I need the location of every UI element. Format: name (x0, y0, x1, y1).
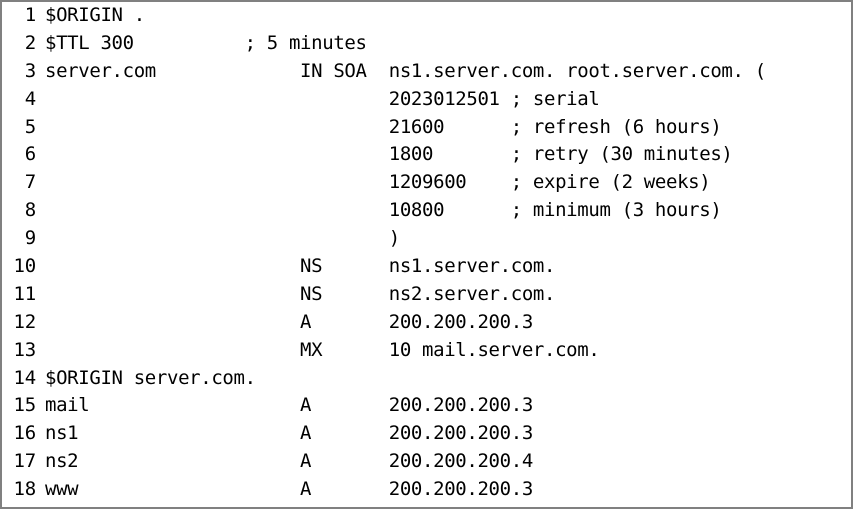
line-content[interactable]: www A 200.200.200.3 (45, 478, 533, 501)
line-number: 4 (24, 87, 36, 110)
line-content[interactable]: $ORIGIN . (45, 4, 145, 26)
line-number: 16 (13, 422, 37, 445)
line-content[interactable]: MX 10 mail.server.com. (45, 338, 600, 361)
line-content[interactable]: server.com IN SOA ns1.server.com. root.s… (45, 59, 766, 82)
line-number: 14 (13, 366, 37, 389)
line-content[interactable]: A 200.200.200.3 (45, 310, 533, 333)
code-line[interactable]: 12 A 200.200.200.3 (2, 309, 851, 337)
line-number: 17 (13, 450, 37, 473)
code-line[interactable]: 6 1800 ; retry (30 minutes) (2, 141, 851, 169)
code-line[interactable]: 2 $TTL 300 ; 5 minutes (2, 30, 851, 58)
code-line[interactable]: 16 ns1 A 200.200.200.3 (2, 420, 851, 448)
code-line[interactable]: 14 $ORIGIN server.com. (2, 365, 851, 393)
code-line[interactable]: 17 ns2 A 200.200.200.4 (2, 448, 851, 476)
line-number: 3 (24, 59, 36, 82)
line-content[interactable]: $TTL 300 ; 5 minutes (45, 31, 367, 54)
code-line[interactable]: 13 MX 10 mail.server.com. (2, 337, 851, 365)
line-number: 13 (13, 338, 37, 361)
line-content[interactable]: 2023012501 ; serial (45, 87, 600, 110)
code-line[interactable]: 5 21600 ; refresh (6 hours) (2, 114, 851, 142)
line-content[interactable]: ) (45, 227, 400, 250)
line-number: 1 (24, 4, 36, 26)
code-line[interactable]: 18 www A 200.200.200.3 (2, 476, 851, 504)
line-number: 11 (13, 282, 37, 305)
line-number: 10 (13, 255, 37, 278)
code-line[interactable]: 1 $ORIGIN . (2, 2, 851, 30)
line-content[interactable]: $ORIGIN server.com. (45, 366, 256, 389)
line-content[interactable]: ns2 A 200.200.200.4 (45, 450, 533, 473)
code-line[interactable]: 8 10800 ; minimum (3 hours) (2, 197, 851, 225)
line-number: 7 (24, 171, 36, 194)
line-number: 12 (13, 310, 37, 333)
line-number: 6 (24, 143, 36, 166)
code-line[interactable]: 15 mail A 200.200.200.3 (2, 392, 851, 420)
code-line[interactable]: 7 1209600 ; expire (2 weeks) (2, 169, 851, 197)
code-line[interactable]: 9 ) (2, 225, 851, 253)
line-number: 15 (13, 394, 37, 417)
line-number: 9 (24, 227, 36, 250)
line-content[interactable]: NS ns2.server.com. (45, 282, 556, 305)
line-content[interactable]: 21600 ; refresh (6 hours) (45, 115, 722, 138)
line-content[interactable]: 1800 ; retry (30 minutes) (45, 143, 733, 166)
line-number: 18 (13, 478, 37, 501)
line-content[interactable]: 10800 ; minimum (3 hours) (45, 199, 722, 222)
line-number: 5 (24, 115, 36, 138)
code-line[interactable]: 10 NS ns1.server.com. (2, 253, 851, 281)
line-content[interactable]: ns1 A 200.200.200.3 (45, 422, 533, 445)
code-line[interactable]: 11 NS ns2.server.com. (2, 281, 851, 309)
line-number: 8 (24, 199, 36, 222)
line-number: 2 (24, 31, 36, 54)
code-line[interactable]: 4 2023012501 ; serial (2, 86, 851, 114)
line-content[interactable]: 1209600 ; expire (2 weeks) (45, 171, 711, 194)
line-content[interactable]: mail A 200.200.200.3 (45, 394, 533, 417)
line-content[interactable]: NS ns1.server.com. (45, 255, 556, 278)
code-line[interactable]: 3 server.com IN SOA ns1.server.com. root.… (2, 58, 851, 86)
